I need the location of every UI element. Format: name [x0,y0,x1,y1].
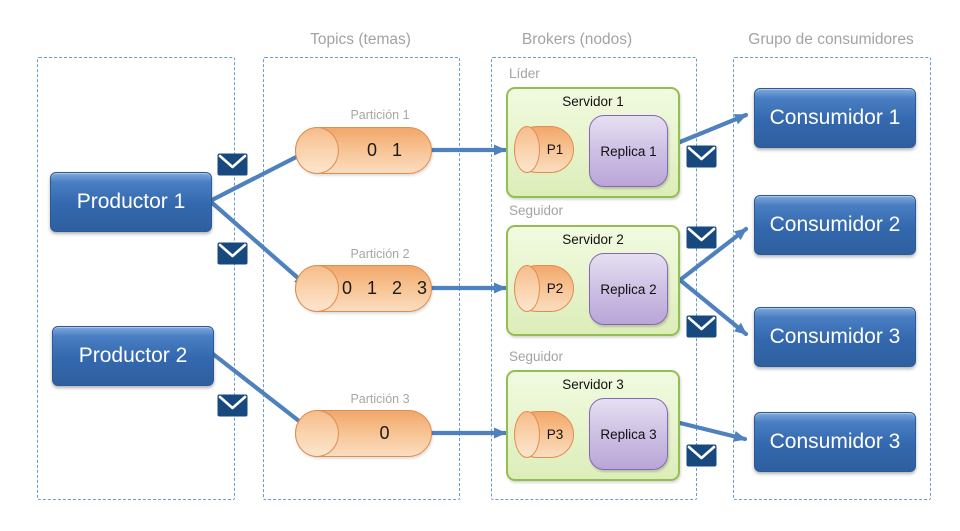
topics-header: Topics (temas) [310,31,411,48]
broker-2-partition-cylinder: P2 [514,265,574,312]
producer-2-label: Productor 2 [78,344,188,367]
envelope-icon [686,226,717,249]
brokers-header: Brokers (nodos) [521,31,633,48]
broker-3-partition-cylinder: P3 [514,411,574,458]
broker-2-replica-node: Replica 2 [589,253,668,325]
cylinder-cap-icon [295,265,339,312]
broker-3-replica-node: Replica 3 [589,398,668,470]
broker-2-server-title: Servidor 2 [562,232,624,247]
broker-1-partition-label: P1 [546,142,564,157]
broker-3-replica-label: Replica 3 [600,426,657,442]
envelope-icon [686,315,717,338]
consumer-2-node: Consumidor 2 [754,195,916,255]
consumer-3b-label: Consumidor 3 [769,430,901,453]
producers-group-container [37,57,235,500]
broker-1-replica-node: Replica 1 [589,115,668,187]
envelope-icon [217,394,248,417]
consumer-3-label: Consumidor 3 [769,325,901,348]
partition-1-offsets: 0 1 [366,140,408,160]
partition-2-label: Partición 2 [350,247,410,261]
partition-2-cylinder: 0 1 2 3 [295,265,432,312]
broker-3-role-label: Seguidor [509,349,564,364]
broker-2-replica-label: Replica 2 [600,281,657,297]
envelope-icon [217,242,248,265]
envelope-icon [686,145,717,168]
producer-2-node: Productor 2 [52,326,214,386]
broker-3-partition-label: P3 [546,427,564,442]
envelope-icon [217,153,248,176]
partition-1-cylinder: 0 1 [295,127,432,174]
consumer-1-label: Consumidor 1 [769,106,901,129]
broker-1-server-title: Servidor 1 [562,94,624,109]
partition-1-label: Partición 1 [350,108,410,122]
consumer-3b-node: Consumidor 3 [754,412,916,472]
partition-2-offsets: 0 1 2 3 [341,278,433,298]
broker-1-partition-cylinder: P1 [514,126,574,173]
cylinder-cap-icon [295,127,339,174]
broker-1-server-node: Servidor 1 P1 Replica 1 [506,87,680,198]
producer-1-node: Productor 1 [50,172,212,232]
cylinder-cap-icon [514,265,540,312]
broker-3-server-node: Servidor 3 P3 Replica 3 [506,370,680,481]
consumer-2-label: Consumidor 2 [769,213,901,236]
envelope-icon [686,444,717,467]
broker-3-server-title: Servidor 3 [562,377,624,392]
producer-1-label: Productor 1 [76,190,186,213]
broker-2-role-label: Seguidor [509,203,564,218]
partition-3-offsets: 0 [379,423,395,443]
cylinder-cap-icon [514,126,540,173]
partition-3-label: Partición 3 [350,392,410,406]
cylinder-cap-icon [514,411,540,458]
broker-2-partition-label: P2 [546,281,564,296]
broker-1-replica-label: Replica 1 [600,143,657,159]
broker-1-role-label: Líder [509,66,540,81]
consumers-header: Grupo de consumidores [748,31,914,48]
consumer-3-node: Consumidor 3 [754,307,916,367]
broker-2-server-node: Servidor 2 P2 Replica 2 [506,225,680,336]
partition-3-cylinder: 0 [295,410,432,457]
consumer-1-node: Consumidor 1 [754,88,916,148]
cylinder-cap-icon [295,410,339,457]
